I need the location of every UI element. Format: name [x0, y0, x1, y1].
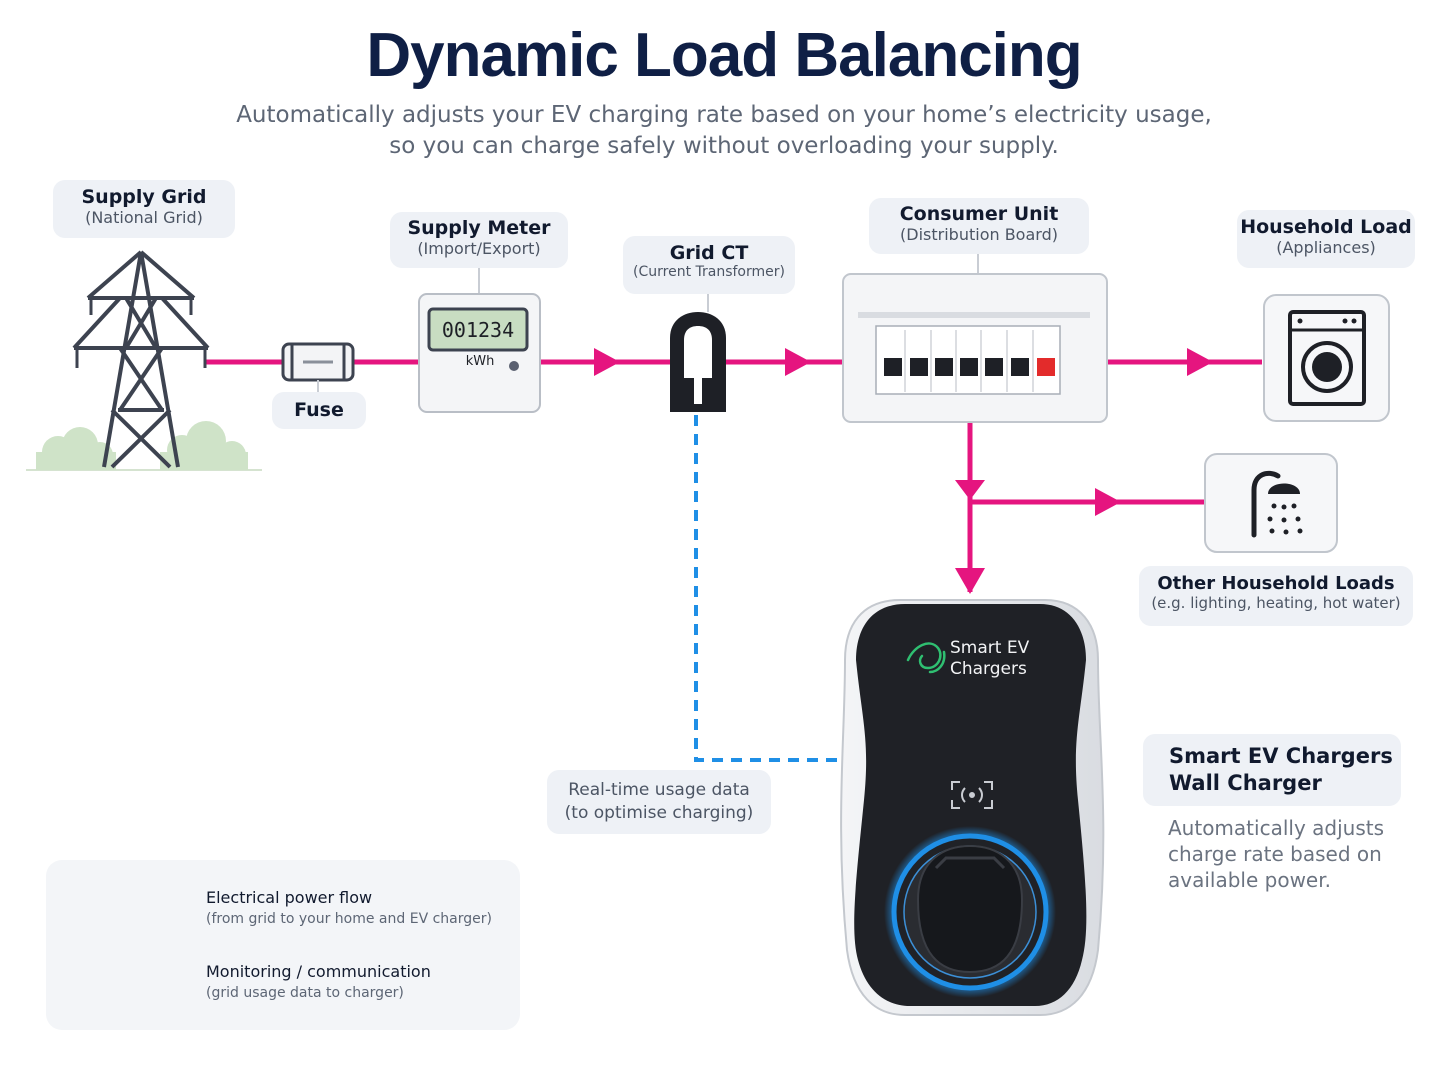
legend: Electrical power flow (from grid to your…: [46, 860, 520, 1030]
usage-data-line-1: Real-time usage data: [568, 780, 750, 800]
usage-data-line-2: (to optimise charging): [564, 803, 754, 823]
consumer-unit-title: Consumer Unit: [899, 203, 1059, 225]
fuse-label: Fuse: [272, 392, 366, 429]
charger-brand-text: Smart EV Chargers: [950, 638, 1029, 680]
shower-icon: [1204, 453, 1338, 553]
communication-line: [694, 415, 840, 762]
other-loads-subtitle: (e.g. lighting, heating, hot water): [1151, 594, 1401, 612]
supply-meter-label: Supply Meter (Import/Export): [390, 212, 568, 268]
legend-comm-subtitle: (grid usage data to charger): [206, 985, 404, 1001]
grid-ct-subtitle: (Current Transformer): [633, 264, 785, 280]
supply-meter-title: Supply Meter: [407, 217, 551, 239]
other-loads-title: Other Household Loads: [1157, 573, 1395, 594]
subtitle-line-1: Automatically adjusts your EV charging r…: [236, 102, 1212, 128]
grid-ct-icon: [670, 294, 726, 412]
charger-brand-line-1: Smart EV: [950, 638, 1030, 658]
household-load-title: Household Load: [1240, 216, 1412, 238]
ev-charger-icon: [840, 599, 1105, 1016]
consumer-unit-subtitle: (Distribution Board): [900, 225, 1058, 244]
supply-meter-subtitle: (Import/Export): [417, 239, 541, 258]
legend-power-title: Electrical power flow: [206, 888, 373, 907]
meter-unit: kWh: [465, 354, 495, 369]
other-loads-label: Other Household Loads (e.g. lighting, he…: [1139, 566, 1413, 626]
legend-comm-title: Monitoring / communication: [206, 962, 431, 981]
meter-reading: 001234: [441, 318, 515, 342]
fuse-icon: [281, 342, 355, 392]
household-load-label: Household Load (Appliances): [1237, 210, 1415, 268]
charger-description: Automatically adjusts charge rate based …: [1168, 816, 1384, 892]
usage-data-label: Real-time usage data (to optimise chargi…: [547, 770, 771, 834]
supply-meter-icon: [418, 266, 541, 413]
washing-machine-icon: [1263, 294, 1390, 422]
consumer-unit-label: Consumer Unit (Distribution Board): [869, 198, 1089, 254]
page-title: Dynamic Load Balancing: [366, 21, 1082, 90]
rfid-reader-icon: [951, 781, 993, 809]
fuse-title: Fuse: [294, 399, 344, 421]
charger-title-line-1: Smart EV Chargers: [1169, 744, 1393, 768]
page-subtitle: Automatically adjusts your EV charging r…: [174, 100, 1274, 162]
power-flow-arrows: [594, 348, 1213, 594]
consumer-unit-icon: [842, 252, 1108, 423]
pylon-icon: [26, 250, 262, 471]
legend-power-subtitle: (from grid to your home and EV charger): [206, 911, 492, 927]
grid-ct-title: Grid CT: [669, 242, 749, 264]
subtitle-line-2: so you can charge safely without overloa…: [389, 133, 1059, 159]
supply-grid-label: Supply Grid (National Grid): [53, 180, 235, 238]
household-load-subtitle: (Appliances): [1276, 238, 1376, 257]
brand-logo-icon: [906, 642, 946, 674]
supply-grid-subtitle: (National Grid): [85, 208, 203, 227]
supply-grid-title: Supply Grid: [81, 186, 207, 208]
charger-title-label: Smart EV Chargers Wall Charger: [1143, 734, 1401, 806]
grid-ct-label: Grid CT (Current Transformer): [623, 236, 795, 294]
charger-title-line-2: Wall Charger: [1169, 771, 1322, 795]
charger-brand-line-2: Chargers: [950, 659, 1027, 679]
